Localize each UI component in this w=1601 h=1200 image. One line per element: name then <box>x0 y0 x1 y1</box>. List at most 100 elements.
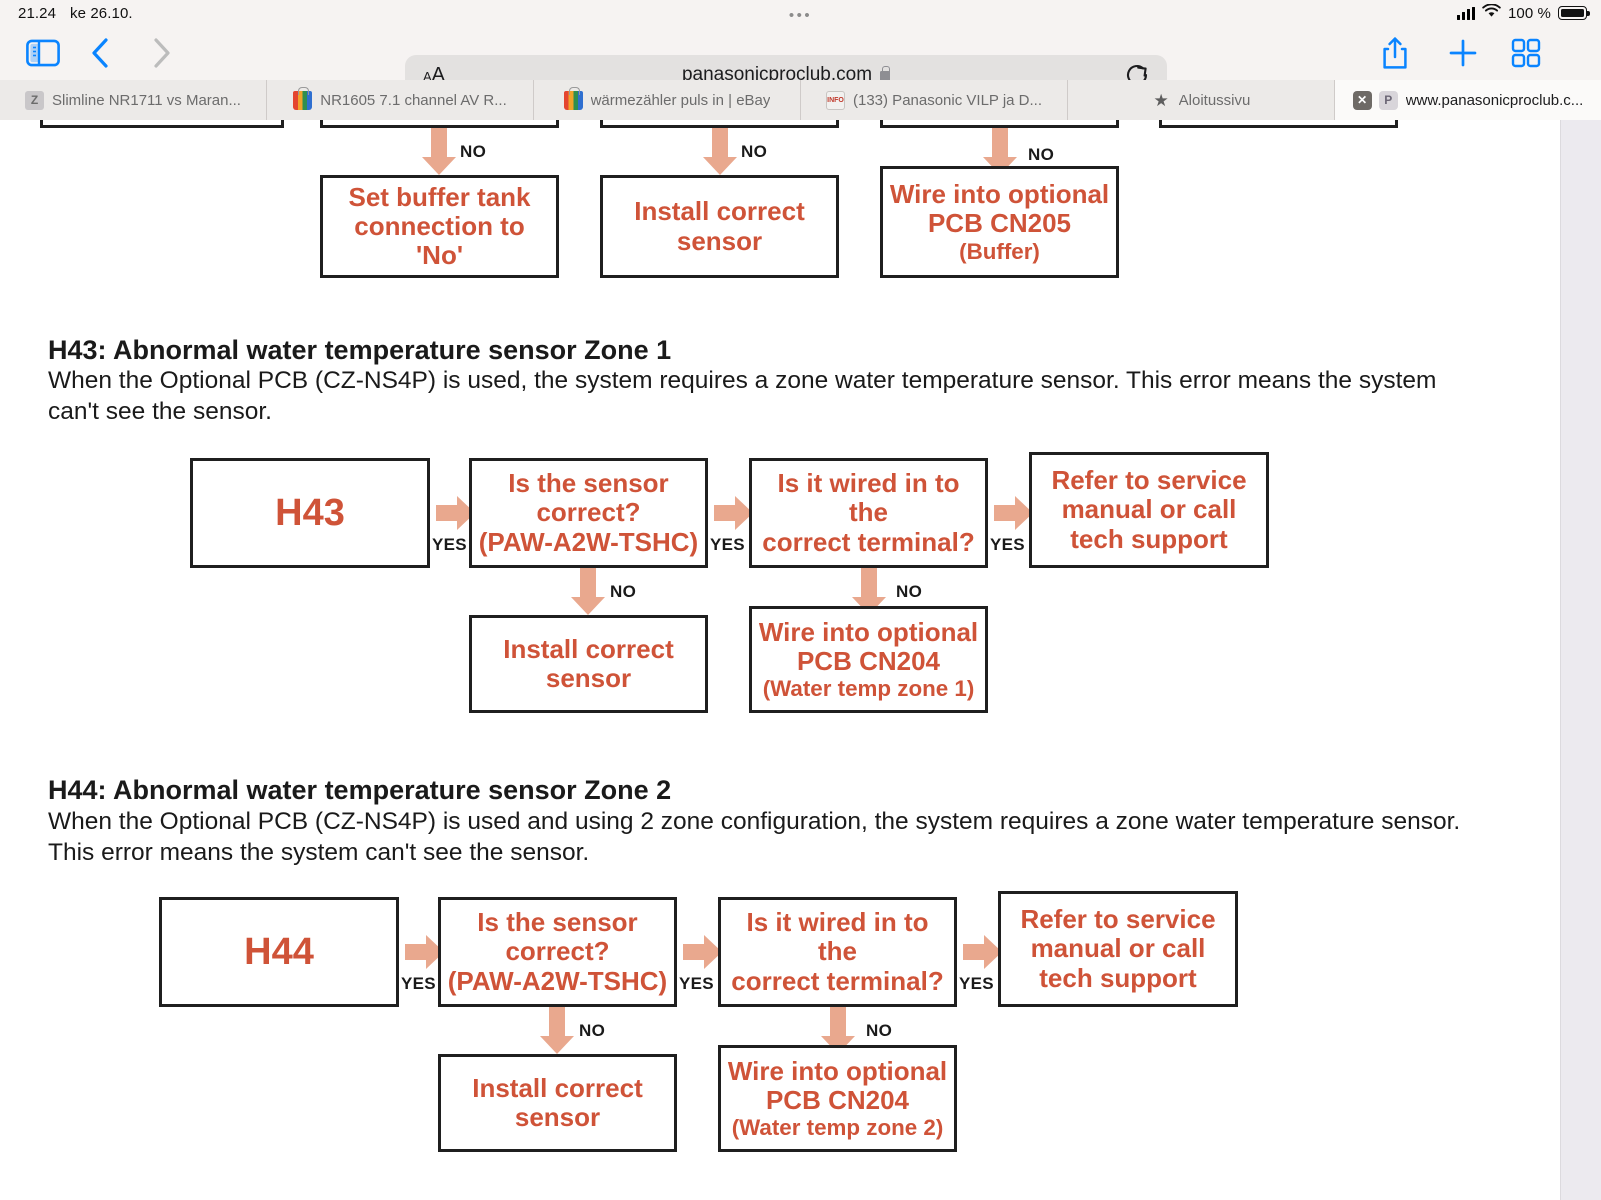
flow-box-line: sensor <box>545 663 632 693</box>
page-right-margin <box>1560 120 1601 1200</box>
edge-label-no-0-h43: NO <box>610 582 637 601</box>
status-bar-right: 100 % <box>1456 3 1590 22</box>
flow-terminal-h44: Refer to service manual or call tech sup… <box>998 891 1238 1007</box>
close-tab-icon[interactable]: ✕ <box>1352 90 1372 110</box>
flow-box-wire-pcb-cn205: Wire into optional PCB CN205 (Buffer) <box>880 166 1119 278</box>
zoom-favicon: Z <box>25 90 45 110</box>
flow-box-line-small: (Buffer) <box>959 238 1040 264</box>
flow-decision2-h44: Is it wired in to the correct terminal? <box>718 897 957 1007</box>
arrow-right-yes-0-h43 <box>436 505 458 521</box>
tab-label: NR1605 7.1 channel AV R... <box>320 91 507 109</box>
tab-label: Slimline NR1711 vs Maran... <box>52 91 241 109</box>
arrow-down-no-0 <box>431 128 447 158</box>
arrow-right-yes-1-h44 <box>683 944 705 960</box>
arrow-right-yes-0-h44 <box>405 944 427 960</box>
tab-item-4[interactable]: ★ Aloitussivu <box>1068 80 1335 120</box>
arrow-right-yes-2-h44 <box>963 944 985 960</box>
section-body-h44: When the Optional PCB (CZ-NS4P) is used … <box>48 808 1461 866</box>
arrow-right-yes-1-h43 <box>714 505 736 521</box>
section-body-h43: When the Optional PCB (CZ-NS4P) is used,… <box>48 367 1437 425</box>
flow-start-h44: H44 <box>159 897 399 1007</box>
edge-label-yes-1-h44: YES <box>679 974 714 993</box>
edge-label-yes-0-h43: YES <box>432 535 467 554</box>
flow-box-line: Is it wired in to the <box>777 468 960 528</box>
forward-button[interactable] <box>152 37 172 69</box>
flow-box-line: Wire into optional <box>889 179 1110 210</box>
status-time: 21.24 <box>18 4 57 22</box>
edge-label-no-0: NO <box>460 142 487 161</box>
new-tab-button[interactable] <box>1448 38 1478 68</box>
tab-overview-icon[interactable] <box>1511 38 1541 68</box>
flow-box-line: (PAW-A2W-TSHC) <box>478 526 699 557</box>
flow-box-install-correct-sensor-top: Install correct sensor <box>600 175 839 278</box>
sidebar-toggle-icon[interactable] <box>26 39 60 67</box>
arrow-right-yes-2-h43 <box>994 505 1016 521</box>
page-content: NO NO NO Set buffer tank connection to '… <box>0 120 1601 1200</box>
flow-box-line: Wire into optional <box>758 616 979 647</box>
edge-label-no-1: NO <box>741 142 768 161</box>
flow-box-line: Set buffer tank <box>348 181 531 212</box>
flow-box-line: Refer to service <box>1020 904 1216 935</box>
flow-box-line: Refer to service <box>1051 465 1247 496</box>
browser-chrome: 21.24 ke 26.10. ••• 100 % <box>0 0 1601 120</box>
flow-no2-wire-cn204-h44: Wire into optional PCB CN204 (Water temp… <box>718 1045 957 1152</box>
flow-box-line: (PAW-A2W-TSHC) <box>447 965 668 996</box>
arrow-down-no-2 <box>992 128 1008 158</box>
flow-box-line: PCB CN204 <box>796 645 941 676</box>
aa-small-label: A <box>423 68 432 84</box>
info-favicon: INFO <box>826 90 845 110</box>
tab-item-0[interactable]: Z Slimline NR1711 vs Maran... <box>0 80 267 120</box>
flow-decision2-h43: Is it wired in to the correct terminal? <box>749 458 988 568</box>
url-text: panasonicproclub.com <box>681 64 873 85</box>
cut-off-box-2 <box>600 120 839 128</box>
flow-box-line: Install correct <box>472 1072 643 1103</box>
flow-box-line: manual or call <box>1030 933 1206 964</box>
flow-box-line: correct? <box>536 497 641 528</box>
edge-label-no-0-h44: NO <box>579 1021 606 1040</box>
flow-box-line: sensor <box>676 225 763 256</box>
flow-start-h43: H43 <box>190 458 430 568</box>
edge-label-yes-1-h43: YES <box>710 535 745 554</box>
tab-label: wärmezähler puls in | eBay <box>590 91 771 109</box>
flow-box-line: Install correct <box>503 633 674 664</box>
edge-label-no-1-h44: NO <box>866 1021 893 1040</box>
arrow-down-no-0-h43 <box>580 568 596 598</box>
tab-item-3[interactable]: INFO (133) Panasonic VILP ja D... <box>801 80 1068 120</box>
flow-box-line: PCB CN205 <box>927 208 1072 239</box>
flow-box-line: Is it wired in to the <box>746 907 929 967</box>
tab-label: Aloitussivu <box>1178 91 1251 109</box>
tab-bar: Z Slimline NR1711 vs Maran... NR1605 7.1… <box>0 80 1601 120</box>
flow-box-line: Is the sensor <box>477 907 638 938</box>
flow-box-set-buffer-tank: Set buffer tank connection to 'No' <box>320 175 559 278</box>
edge-label-no-1-h43: NO <box>896 582 923 601</box>
edge-label-yes-2-h44: YES <box>959 974 994 993</box>
arrow-down-no-1-h43 <box>861 568 877 598</box>
tab-item-2[interactable]: wärmezähler puls in | eBay <box>534 80 801 120</box>
share-icon[interactable] <box>1381 36 1409 70</box>
tab-item-5-active[interactable]: ✕ P www.panasonicproclub.c... <box>1335 80 1601 120</box>
back-button[interactable] <box>90 37 110 69</box>
multitask-handle-icon[interactable]: ••• <box>788 7 813 24</box>
cut-off-box-0 <box>40 120 284 128</box>
flow-box-line-small: (Water temp zone 1) <box>762 676 975 702</box>
tab-item-1[interactable]: NR1605 7.1 channel AV R... <box>267 80 534 120</box>
flow-box-line: correct terminal? <box>731 965 944 996</box>
edge-label-yes-0-h44: YES <box>401 974 436 993</box>
cellular-signal-icon <box>1456 6 1475 20</box>
battery-percent-label: 100 % <box>1507 4 1551 22</box>
flow-box-line: tech support <box>1070 523 1228 554</box>
edge-label-no-2: NO <box>1028 145 1055 164</box>
shopping-bag-favicon <box>293 86 313 110</box>
flow-box-line: connection to 'No' <box>354 210 525 271</box>
status-date: ke 26.10. <box>70 4 133 22</box>
flow-box-line: correct? <box>505 936 610 967</box>
lock-icon <box>880 65 891 84</box>
flow-box-line: PCB CN204 <box>765 1084 910 1115</box>
edge-label-yes-2-h43: YES <box>990 535 1025 554</box>
cut-off-box-3 <box>880 120 1119 128</box>
wifi-icon <box>1482 3 1501 22</box>
flow-no1-install-sensor-h44: Install correct sensor <box>438 1054 677 1152</box>
flow-decision1-h43: Is the sensor correct? (PAW-A2W-TSHC) <box>469 458 708 568</box>
tab-label: (133) Panasonic VILP ja D... <box>853 91 1042 109</box>
